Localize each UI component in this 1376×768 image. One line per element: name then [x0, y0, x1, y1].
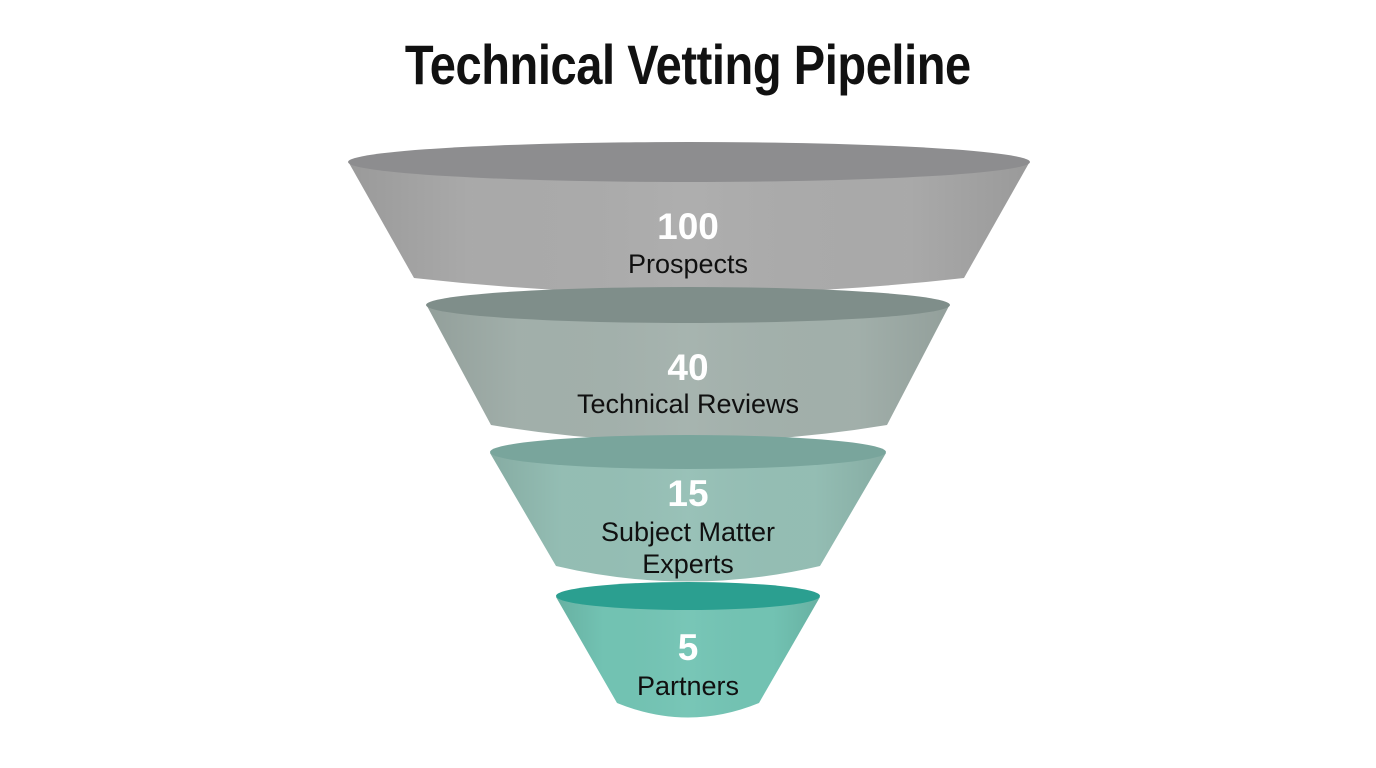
stage-body-shading [349, 163, 1029, 294]
page-title-text: Technical Vetting Pipeline [405, 33, 971, 96]
stage-top-ellipse [556, 582, 820, 610]
stage-value: 5 [678, 627, 699, 668]
stage-body-shading [556, 597, 820, 718]
stage-top-ellipse [348, 142, 1030, 182]
funnel-stage-partners: 5 Partners [556, 582, 820, 718]
stage-label: Prospects [628, 249, 748, 279]
stage-body-shading [427, 306, 949, 442]
stage-label: Subject Matter [601, 517, 775, 547]
stage-label: Technical Reviews [577, 389, 799, 419]
funnel-stage-technical-reviews: 40 Technical Reviews [426, 287, 950, 442]
stage-top-ellipse [490, 435, 886, 469]
stage-value: 15 [667, 473, 708, 514]
funnel-stage-prospects: 100 Prospects [348, 142, 1030, 294]
stage-body-shading [490, 453, 886, 582]
page-title: Technical Vetting Pipeline [0, 34, 1376, 96]
stage-label: Partners [637, 671, 739, 701]
funnel-stage-subject-matter-experts: 15 Subject Matter Experts [490, 435, 886, 582]
stage-top-ellipse [426, 287, 950, 323]
stage-label-line2: Experts [642, 549, 734, 579]
stage-value: 100 [657, 206, 719, 247]
stage-value: 40 [667, 347, 708, 388]
